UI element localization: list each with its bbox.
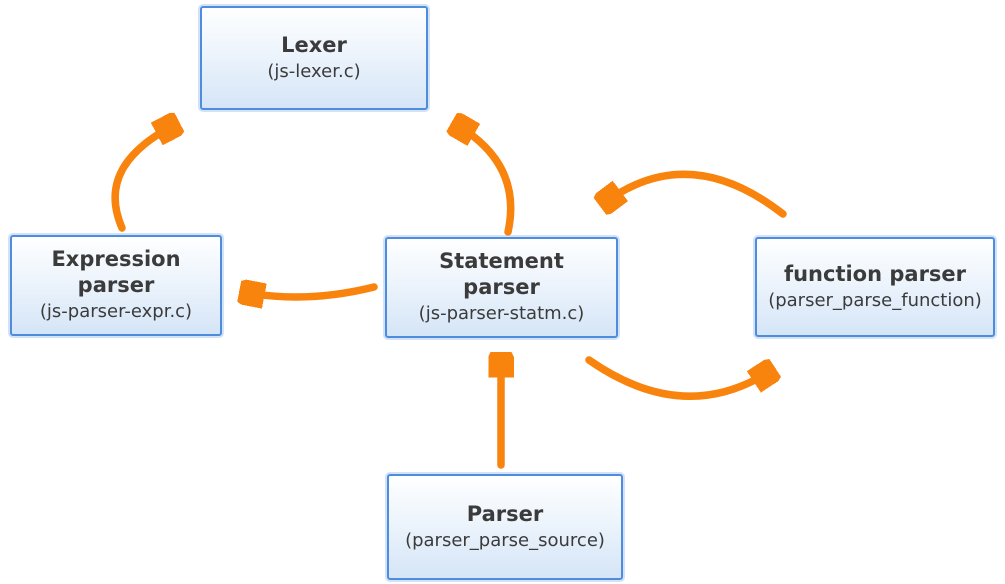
node-title: Expression parser xyxy=(51,247,181,297)
arrow-function-parser-to-statement-parser xyxy=(603,170,787,218)
arrow-statement-parser-to-lexer xyxy=(455,124,515,236)
node-title: Lexer xyxy=(281,32,347,57)
node-title: Parser xyxy=(466,501,544,526)
node-expression-parser: Expression parser (js-parser-expr.c) xyxy=(10,235,222,336)
arrow-statement-parser-to-expression-parser xyxy=(243,287,378,297)
node-subtitle: (js-lexer.c) xyxy=(267,61,361,83)
node-statement-parser: Statement parser (js-parser-statm.c) xyxy=(385,237,618,338)
arrow-statement-parser-to-function-parser xyxy=(585,356,772,400)
node-parser: Parser (parser_parse_source) xyxy=(387,474,623,580)
node-subtitle: (parser_parse_function) xyxy=(768,290,982,312)
node-title: Statement parser xyxy=(439,249,564,299)
node-title: function parser xyxy=(783,261,967,286)
node-subtitle: (parser_parse_source) xyxy=(405,530,605,552)
node-function-parser: function parser (parser_parse_function) xyxy=(755,237,995,337)
node-lexer: Lexer (js-lexer.c) xyxy=(200,6,428,110)
node-subtitle: (js-parser-expr.c) xyxy=(39,301,193,323)
node-subtitle: (js-parser-statm.c) xyxy=(418,303,585,325)
arrow-expression-parser-to-lexer xyxy=(111,124,176,232)
